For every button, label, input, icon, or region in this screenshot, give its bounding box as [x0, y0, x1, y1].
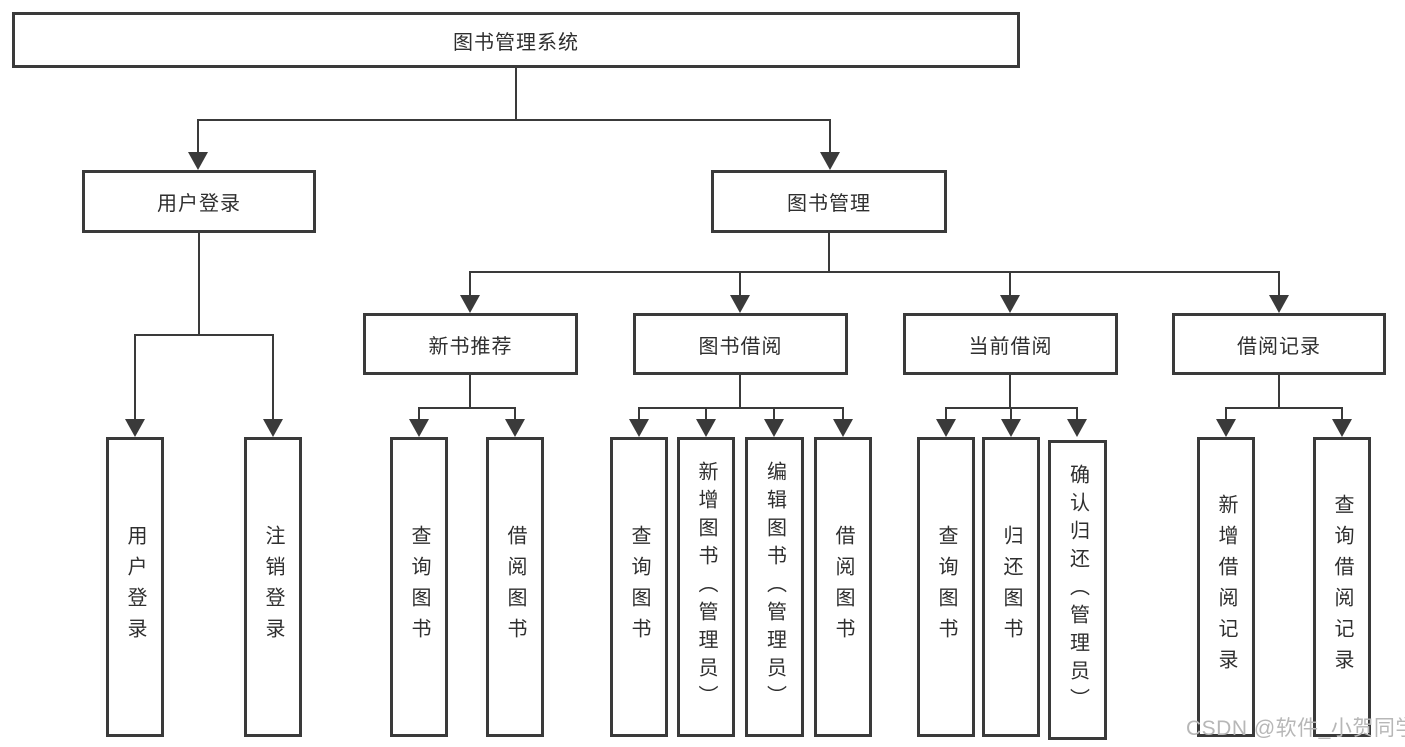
leaf-current-confirm-return-admin: 确认归还（管理员） — [1048, 440, 1107, 740]
leaf-newbooks-query-books: 查询图书 — [390, 437, 448, 737]
leaf-borrow-edit-books-admin: 编辑图书（管理员） — [745, 437, 804, 737]
arrow-down-icon — [764, 419, 784, 437]
leaf-records-add-record: 新增借阅记录 — [1197, 437, 1255, 737]
leaf-current-confirm-return-admin-label: 确认归还（管理员） — [1066, 464, 1089, 716]
node-root: 图书管理系统 — [12, 12, 1020, 68]
leaf-user-login-label: 用户登录 — [124, 525, 146, 649]
node-user-login-label: 用户登录 — [157, 193, 241, 215]
node-book-management: 图书管理 — [711, 170, 947, 233]
arrow-down-icon — [730, 295, 750, 313]
node-current-borrow-label: 当前借阅 — [968, 335, 1053, 358]
leaf-current-return-books-label: 归还图书 — [1000, 525, 1022, 649]
leaf-user-login: 用户登录 — [106, 437, 164, 737]
leaf-borrow-add-books-admin-label: 新增图书（管理员） — [695, 461, 717, 713]
leaf-logout: 注销登录 — [244, 437, 302, 737]
leaf-current-query-books-label: 查询图书 — [935, 525, 957, 649]
arrow-down-icon — [409, 419, 429, 437]
arrow-down-icon — [263, 419, 283, 437]
leaf-logout-label: 注销登录 — [262, 525, 284, 649]
leaf-borrow-borrow-books-label: 借阅图书 — [832, 525, 854, 649]
arrow-down-icon — [820, 152, 840, 170]
arrow-down-icon — [1269, 295, 1289, 313]
leaf-newbooks-query-books-label: 查询图书 — [408, 525, 430, 649]
arrow-down-icon — [936, 419, 956, 437]
arrow-down-icon — [125, 419, 145, 437]
leaf-borrow-query-books-label: 查询图书 — [628, 525, 650, 649]
leaf-records-query-record: 查询借阅记录 — [1313, 437, 1371, 737]
node-new-book-recommend: 新书推荐 — [363, 313, 578, 375]
leaf-newbooks-borrow-books: 借阅图书 — [486, 437, 544, 737]
arrow-down-icon — [1067, 419, 1087, 437]
node-user-login: 用户登录 — [82, 170, 316, 233]
leaf-records-query-record-label: 查询借阅记录 — [1331, 494, 1353, 680]
leaf-borrow-borrow-books: 借阅图书 — [814, 437, 872, 737]
leaf-current-return-books: 归还图书 — [982, 437, 1040, 737]
node-book-borrow-label: 图书借阅 — [698, 335, 783, 358]
node-new-book-recommend-label: 新书推荐 — [428, 335, 513, 358]
node-current-borrow: 当前借阅 — [903, 313, 1118, 375]
arrow-down-icon — [188, 152, 208, 170]
arrow-down-icon — [629, 419, 649, 437]
leaf-borrow-query-books: 查询图书 — [610, 437, 668, 737]
node-book-borrow: 图书借阅 — [633, 313, 848, 375]
node-borrow-records-label: 借阅记录 — [1237, 335, 1321, 358]
csdn-watermark: CSDN @软件_小贺同学 — [1186, 717, 1405, 740]
node-root-label: 图书管理系统 — [453, 31, 579, 54]
arrow-down-icon — [460, 295, 480, 313]
arrow-down-icon — [696, 419, 716, 437]
leaf-borrow-add-books-admin: 新增图书（管理员） — [677, 437, 735, 737]
arrow-down-icon — [1000, 295, 1020, 313]
arrow-down-icon — [505, 419, 525, 437]
arrow-down-icon — [833, 419, 853, 437]
leaf-borrow-edit-books-admin-label: 编辑图书（管理员） — [763, 461, 786, 713]
node-book-management-label: 图书管理 — [787, 193, 871, 215]
arrow-down-icon — [1001, 419, 1021, 437]
arrow-down-icon — [1216, 419, 1236, 437]
node-borrow-records: 借阅记录 — [1172, 313, 1386, 375]
leaf-newbooks-borrow-books-label: 借阅图书 — [504, 525, 526, 649]
leaf-current-query-books: 查询图书 — [917, 437, 975, 737]
arrow-down-icon — [1332, 419, 1352, 437]
leaf-records-add-record-label: 新增借阅记录 — [1215, 494, 1237, 680]
